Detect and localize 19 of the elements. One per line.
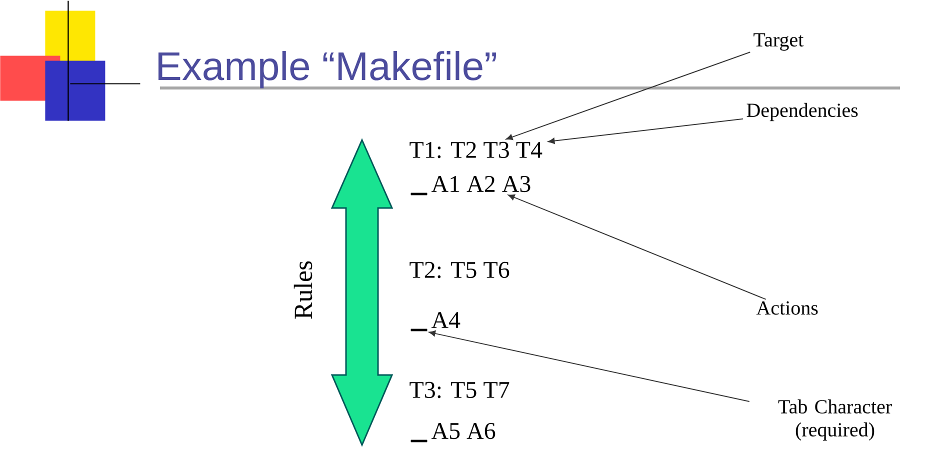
tab-mark [410, 192, 428, 196]
tab-mark [410, 440, 428, 442]
callout-text: Dependencies [746, 102, 858, 122]
leader-line [548, 118, 744, 144]
code-line: A5 A6 [431, 422, 496, 440]
leader-line [506, 52, 751, 140]
title: Example “Makefile” [158, 51, 496, 88]
callout-text: Tab Character (required) [778, 399, 892, 441]
code-line: A1 A2 A3 [431, 176, 530, 192]
leader-line [508, 194, 766, 300]
code-line: T1: T2 T3 T4 [410, 142, 542, 158]
code-line: T3: T5 T7 [410, 382, 510, 398]
callout-text: Actions [756, 301, 818, 315]
tab-mark [410, 328, 428, 332]
callout-text: Target [754, 33, 804, 51]
code-line: T2: T5 T6 [410, 262, 510, 278]
leader-line [428, 330, 750, 402]
side-label: Rules [294, 261, 312, 319]
code-line: A4 [431, 312, 460, 328]
